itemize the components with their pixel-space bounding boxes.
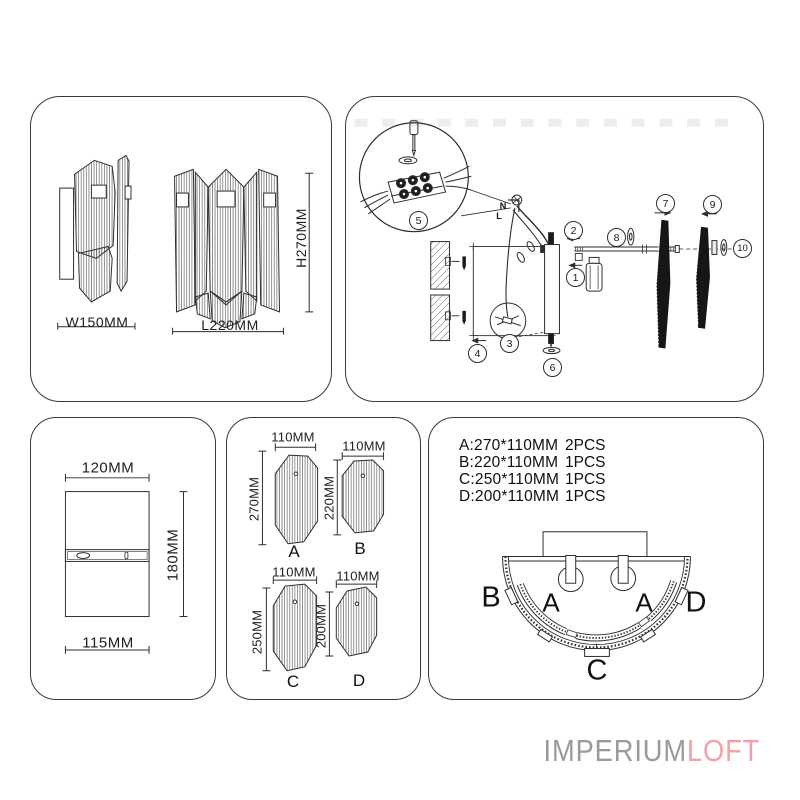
part-spec: D:200*110MM xyxy=(459,488,560,505)
step-marker-8: 8 xyxy=(607,228,626,247)
terminal-label-n: N xyxy=(499,201,507,211)
step-marker-9: 9 xyxy=(703,195,722,214)
step-number: 4 xyxy=(474,347,481,360)
arrangement-top-view-drawing xyxy=(502,531,691,657)
parts-list-row: C:250*110MM 1PCS xyxy=(459,471,606,488)
arrangement-label-a2: A xyxy=(635,587,653,618)
part-qty: 1PCS xyxy=(565,488,606,505)
crystal-b-width-label: 110MM xyxy=(342,438,386,454)
assembly-exploded-drawing xyxy=(354,118,736,355)
step-number: 2 xyxy=(570,224,577,237)
crystal-c-letter: C xyxy=(286,672,300,691)
step-number: 5 xyxy=(415,214,422,227)
product-dimensions-panel: W150MM L220MM H270MM xyxy=(30,96,332,402)
step-number: 8 xyxy=(613,231,620,244)
terminal-label-l: L xyxy=(496,211,502,221)
step-number: 7 xyxy=(662,197,669,210)
backplate-width-top-label: 120MM xyxy=(81,459,135,477)
step-number: 6 xyxy=(549,361,556,374)
lamp-views-drawing xyxy=(57,154,314,335)
step-marker-6: 6 xyxy=(543,358,562,377)
arrangement-label-c: C xyxy=(586,654,608,687)
crystal-d-letter: D xyxy=(352,671,366,690)
crystal-sizes-panel: 110MM 270MM A 110MM 220MM B 110MM 250MM … xyxy=(226,417,421,700)
crystal-pieces-drawing xyxy=(258,443,385,672)
step-marker-5: 5 xyxy=(409,211,428,230)
part-spec: B:220*110MM xyxy=(459,454,559,471)
part-spec: A:270*110MM xyxy=(459,437,559,454)
step-number: 10 xyxy=(737,243,748,254)
crystal-c-height-label: 250MM xyxy=(249,609,265,655)
parts-list-panel: A:270*110MM 2PCS B:220*110MM 1PCS C:250*11… xyxy=(428,417,764,700)
arrangement-label-b: B xyxy=(481,581,501,614)
assembly-diagram-panel: N L 1 2 3 4 5 6 7 8 9 10 xyxy=(345,96,764,402)
backplate-drawing xyxy=(64,473,188,654)
step-marker-7: 7 xyxy=(656,194,675,213)
part-spec: C:250*110MM xyxy=(459,471,560,488)
step-number: 1 xyxy=(572,271,579,284)
arrangement-label-a1: A xyxy=(542,587,560,618)
step-marker-1: 1 xyxy=(566,268,585,287)
part-qty: 1PCS xyxy=(565,471,606,488)
width-dimension-label: W150MM xyxy=(65,314,129,330)
step-marker-4: 4 xyxy=(468,344,487,363)
brand-logo-primary: IMPERIUM xyxy=(543,733,687,768)
crystal-d-height-label: 200MM xyxy=(313,603,329,649)
length-dimension-label: L220MM xyxy=(201,317,259,333)
brand-logo-secondary: LOFT xyxy=(686,733,760,768)
crystal-a-width-label: 110MM xyxy=(271,429,315,445)
step-number: 3 xyxy=(506,337,513,350)
crystal-c-width-label: 110MM xyxy=(272,564,316,580)
crystal-b-letter: B xyxy=(354,539,366,558)
height-dimension-label: H270MM xyxy=(293,208,309,268)
parts-list-row: A:270*110MM 2PCS xyxy=(459,437,606,454)
backplate-height-label: 180MM xyxy=(164,528,182,582)
part-qty: 2PCS xyxy=(565,437,606,454)
step-marker-3: 3 xyxy=(500,334,519,353)
crystal-a-letter: A xyxy=(288,542,300,561)
crystal-d-width-label: 110MM xyxy=(336,568,380,584)
backplate-width-bottom-label: 115MM xyxy=(82,634,134,652)
parts-quantity-list: A:270*110MM 2PCS B:220*110MM 1PCS C:250*11… xyxy=(459,437,606,505)
parts-list-row: B:220*110MM 1PCS xyxy=(459,454,606,471)
step-marker-10: 10 xyxy=(733,239,752,258)
arrangement-label-d: D xyxy=(685,586,707,619)
step-number: 9 xyxy=(709,198,716,211)
step-marker-2: 2 xyxy=(564,221,583,240)
backplate-dimensions-panel: 120MM 180MM 115MM xyxy=(30,417,216,700)
crystal-a-height-label: 270MM xyxy=(246,476,262,522)
parts-list-row: D:200*110MM 1PCS xyxy=(459,488,606,505)
crystal-b-height-label: 220MM xyxy=(321,475,337,521)
part-qty: 1PCS xyxy=(565,454,606,471)
brand-logo: IMPERIUMLOFT xyxy=(543,733,760,769)
